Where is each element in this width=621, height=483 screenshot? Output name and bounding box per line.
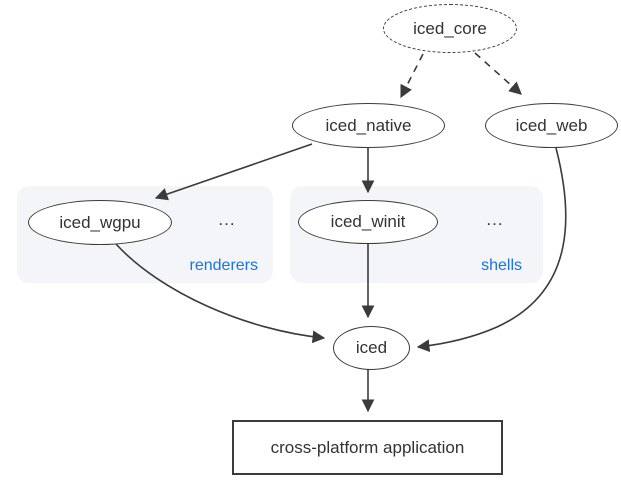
node-iced-wgpu-label: iced_wgpu bbox=[59, 212, 141, 232]
node-iced-winit: iced_winit bbox=[298, 200, 438, 244]
node-cross-platform-application: cross-platform application bbox=[232, 420, 503, 475]
node-iced-web: iced_web bbox=[485, 103, 618, 148]
node-iced-wgpu: iced_wgpu bbox=[28, 200, 172, 245]
group-label-renderers: renderers bbox=[189, 257, 258, 274]
node-iced-core: iced_core bbox=[383, 4, 517, 53]
node-cross-platform-application-label: cross-platform application bbox=[270, 437, 465, 457]
edge-core-to-native-arrow bbox=[400, 53, 424, 99]
edge-wgpu-to-iced-arrow bbox=[115, 243, 326, 344]
node-iced-web-label: iced_web bbox=[515, 115, 588, 135]
node-iced-core-label: iced_core bbox=[413, 18, 487, 38]
edge-core-to-web-arrow bbox=[474, 52, 522, 95]
edge-native-to-wgpu-arrow bbox=[154, 143, 313, 201]
node-iced-label: iced bbox=[355, 338, 388, 357]
node-iced-native: iced_native bbox=[292, 103, 445, 148]
node-iced: iced bbox=[333, 326, 410, 370]
group-label-shells: shells bbox=[481, 257, 522, 274]
renderers-more-ellipsis: ... bbox=[218, 210, 236, 229]
node-iced-winit-label: iced_winit bbox=[330, 212, 406, 231]
node-iced-native-label: iced_native bbox=[325, 115, 412, 135]
shells-more-ellipsis: ... bbox=[486, 210, 504, 229]
edge-web-to-iced-arrow bbox=[416, 147, 567, 353]
